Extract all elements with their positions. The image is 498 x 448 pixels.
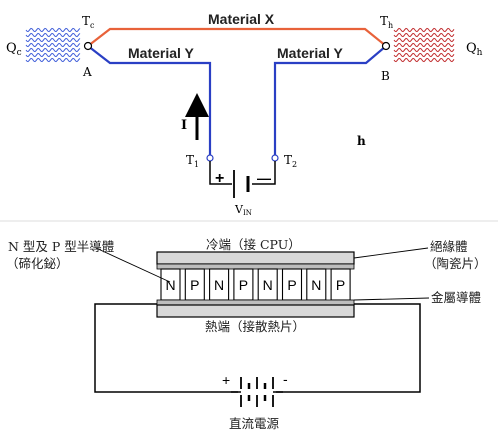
heat-wave-line bbox=[25, 42, 81, 48]
dc-plus-label: + bbox=[222, 372, 230, 388]
heat-wave-line bbox=[25, 57, 81, 63]
dc-source-label: 直流電源 bbox=[229, 416, 280, 431]
nptype-leader bbox=[95, 247, 171, 283]
terminal-t2-dot bbox=[271, 154, 279, 162]
t-h-label: Th bbox=[380, 14, 393, 30]
battery-minus-label: — bbox=[257, 170, 271, 186]
battery-lead-right bbox=[252, 161, 276, 185]
heat-wave-line bbox=[393, 37, 455, 43]
material-y-wire-right bbox=[273, 45, 387, 158]
semiconductor-element-label-3: N bbox=[214, 277, 224, 293]
terminal-t1-dot bbox=[206, 154, 214, 162]
battery-lead-left bbox=[209, 161, 232, 185]
dc-battery-gap bbox=[238, 389, 276, 395]
dc-circuit-wire-right bbox=[275, 303, 421, 393]
material-y-left-label: Material Y bbox=[128, 45, 195, 61]
material-y-right-label: Material Y bbox=[277, 45, 344, 61]
insulator-label-line1: 絕緣體 bbox=[430, 239, 468, 254]
nptype-label-line1: N 型及 P 型半導體 bbox=[8, 239, 114, 254]
junction-b-dot bbox=[381, 41, 391, 51]
hot-side-label: 熱端（接散熱片） bbox=[205, 319, 305, 334]
voltage-label: VIN bbox=[234, 203, 252, 217]
semiconductor-element-label-4: P bbox=[239, 277, 248, 293]
metal-conductor-label: 金屬導體 bbox=[431, 290, 481, 305]
heat-wave-line bbox=[25, 37, 81, 43]
semiconductor-element-label-2: P bbox=[190, 277, 199, 293]
hot-heat-waves bbox=[393, 27, 455, 63]
q-c-label: Qc bbox=[6, 41, 22, 58]
q-h-label: Qh bbox=[466, 41, 483, 58]
cold-heat-waves bbox=[25, 27, 81, 63]
current-label: I bbox=[181, 118, 187, 133]
heat-wave-line bbox=[393, 42, 455, 48]
heat-wave-line bbox=[393, 27, 455, 33]
semiconductor-element-label-8: P bbox=[336, 277, 345, 293]
heat-wave-line bbox=[25, 52, 81, 58]
junction-a-label: A bbox=[82, 65, 92, 79]
battery-plus-label: + bbox=[215, 170, 224, 187]
semiconductor-element-label-6: P bbox=[287, 277, 296, 293]
nptype-label-line2: （碲化鉍） bbox=[6, 256, 69, 271]
dc-circuit-wire-left bbox=[94, 303, 257, 393]
bottom-conductor-strip bbox=[156, 299, 355, 306]
heat-wave-line bbox=[393, 32, 455, 38]
material-x-wire bbox=[87, 27, 387, 47]
heat-wave-line bbox=[25, 47, 81, 53]
heat-wave-line bbox=[393, 57, 455, 63]
heat-wave-line bbox=[25, 32, 81, 38]
junction-a-dot bbox=[83, 41, 93, 51]
cold-side-label: 冷端（接 CPU） bbox=[206, 237, 301, 252]
material-x-label: Material X bbox=[208, 11, 275, 27]
semiconductor-element-label-1: N bbox=[165, 277, 175, 293]
t-c-label: Tc bbox=[82, 14, 95, 30]
semiconductor-element-label-5: N bbox=[263, 277, 273, 293]
terminal-t2-label: T2 bbox=[284, 153, 297, 169]
top-conductor-strip bbox=[156, 263, 355, 270]
dc-minus-label: - bbox=[283, 371, 288, 387]
junction-b-label: B bbox=[381, 69, 390, 83]
cold-ceramic-plate bbox=[156, 251, 355, 265]
hot-ceramic-plate bbox=[156, 304, 355, 318]
insulator-leader bbox=[353, 247, 429, 259]
peltier-circuit-diagram: Material X Material Y Material Y Qc Qh T… bbox=[6, 11, 483, 217]
material-y-wire-left bbox=[87, 45, 212, 158]
terminal-t1-label: T1 bbox=[186, 153, 199, 169]
metal-conductor-leader bbox=[353, 297, 430, 301]
stray-h-label: h bbox=[357, 134, 366, 148]
heat-wave-line bbox=[393, 47, 455, 53]
insulator-label-line2: （陶瓷片） bbox=[424, 256, 487, 271]
heat-wave-line bbox=[25, 27, 81, 33]
semiconductor-element-label-7: N bbox=[311, 277, 321, 293]
heat-wave-line bbox=[393, 52, 455, 58]
